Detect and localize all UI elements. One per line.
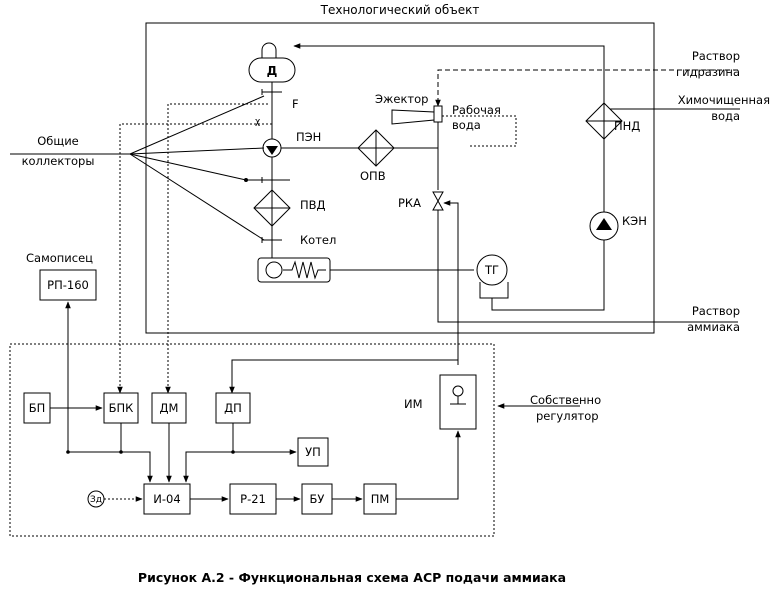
- ammonia-label-1: Раствор: [692, 304, 740, 318]
- signal-dm: [165, 103, 268, 394]
- boiler-label: Котел: [300, 233, 336, 247]
- pump-pen-label: ПЭН: [296, 130, 321, 144]
- regulator-label-1: Собственно: [530, 393, 601, 407]
- pump-pen: [262, 138, 282, 158]
- flow-label: F: [292, 97, 299, 111]
- heater-pvd-label: ПВД: [300, 198, 326, 212]
- block-zd-label: Зд: [90, 495, 102, 505]
- block-bp: [23, 392, 51, 424]
- ejector: [391, 105, 443, 125]
- control-connections: [50, 301, 461, 502]
- regulator-frame: [9, 343, 495, 537]
- block-bp-label: БП: [29, 401, 46, 415]
- hydrazine-label-2: гидразина: [676, 65, 740, 79]
- working-water-line: [442, 115, 517, 147]
- hydrazine-label-1: Раствор: [692, 49, 740, 63]
- block-dp-label: ДП: [224, 401, 242, 415]
- block-bpk: [103, 392, 139, 424]
- regulator-label-2: регулятор: [536, 409, 599, 423]
- block-r21-label: Р-21: [240, 492, 266, 506]
- block-dp: [215, 392, 251, 424]
- ammonia-label-2: аммиака: [687, 320, 740, 334]
- junction-dots: [66, 450, 235, 454]
- block-dm: [151, 392, 187, 424]
- heater-opv-label: ОПВ: [360, 169, 386, 183]
- block-i04-label: И-04: [153, 492, 180, 506]
- collector-lines: [129, 95, 265, 241]
- collectors-label-1: Общие: [37, 134, 79, 148]
- heater-pnd-label: ПНД: [614, 119, 640, 133]
- signal-bpk: [117, 123, 272, 394]
- block-r21: [229, 483, 277, 515]
- signal-dp: [229, 359, 458, 394]
- ejector-label: Эжектор: [375, 92, 428, 106]
- block-im-label: ИМ: [404, 397, 423, 411]
- actuator-link: [443, 200, 459, 365]
- deaerator: Д: [248, 42, 296, 83]
- block-bu-label: БУ: [310, 492, 325, 506]
- block-up: [297, 437, 329, 467]
- pump-ken: [589, 211, 619, 241]
- block-rp160-label: РП-160: [47, 278, 89, 292]
- boiler: [257, 257, 331, 283]
- working-water-label-1: Рабочая: [452, 103, 501, 117]
- block-bpk-label: БПК: [109, 401, 134, 415]
- main-return-line: [293, 43, 605, 103]
- block-rp160: [39, 269, 97, 301]
- heater-opv: [357, 129, 395, 167]
- heater-pvd: [253, 189, 291, 227]
- pump-ken-label: КЭН: [622, 214, 647, 228]
- turbine-generator-label: ТГ: [484, 263, 499, 277]
- working-water-label-2: вода: [452, 118, 481, 132]
- block-pm-label: ПМ: [371, 492, 390, 506]
- chem-water-label-1: Химочищенная: [678, 93, 770, 107]
- tech-object-title: Технологический объект: [320, 3, 480, 17]
- recorder-label: Самописец: [26, 251, 93, 265]
- block-up-label: УП: [305, 445, 321, 459]
- figure-caption: Рисунок А.2 - Функциональная схема АСР п…: [138, 570, 566, 585]
- ammonia-line: [437, 210, 738, 323]
- valve-rka: [432, 191, 444, 211]
- block-i04: [143, 483, 191, 515]
- chem-water-label-2: вода: [711, 109, 740, 123]
- tech-object-frame: [145, 22, 655, 334]
- hydrazine-line: [435, 69, 738, 107]
- block-dm-label: ДМ: [160, 401, 179, 415]
- collectors-label-2: коллекторы: [22, 154, 95, 168]
- flow-tap-mark: χ: [255, 117, 260, 127]
- deaerator-label: Д: [267, 64, 278, 78]
- turbine-generator: [476, 254, 509, 299]
- actuator-symbol: [450, 385, 466, 405]
- valve-rka-label: РКА: [398, 196, 421, 210]
